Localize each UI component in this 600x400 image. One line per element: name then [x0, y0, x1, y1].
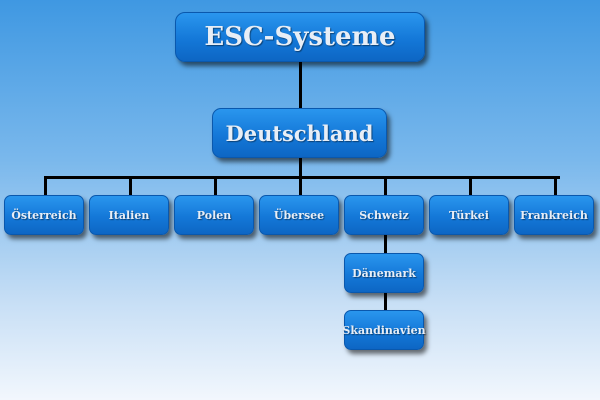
connector-to-region-3	[214, 177, 217, 195]
connector-to-region-7	[554, 177, 557, 195]
node-root-label: ESC-Systeme	[204, 22, 396, 52]
connector-horizontal-bus	[44, 176, 560, 179]
node-region-1: Österreich	[4, 195, 84, 235]
connector-to-region-2	[129, 177, 132, 195]
connector-to-region-5	[384, 177, 387, 195]
node-region-label: Polen	[196, 208, 232, 222]
node-region-5: Schweiz	[344, 195, 424, 235]
connector-to-region-1	[44, 177, 47, 195]
node-subregion-2: Skandinavien	[342, 310, 426, 350]
node-country: Deutschland	[212, 108, 387, 158]
node-subregion-label: Dänemark	[352, 266, 416, 280]
node-subregion-label: Skandinavien	[342, 323, 426, 337]
connector-to-region-4	[299, 177, 302, 195]
node-region-label: Übersee	[273, 208, 325, 222]
node-subregion-1: Dänemark	[344, 253, 424, 293]
node-region-2: Italien	[89, 195, 169, 235]
connector-country-down	[299, 157, 302, 177]
node-region-label: Österreich	[11, 208, 77, 222]
node-country-label: Deutschland	[225, 120, 374, 146]
node-region-label: Türkei	[449, 208, 489, 222]
node-region-3: Polen	[174, 195, 254, 235]
node-region-label: Italien	[108, 208, 150, 222]
node-region-6: Türkei	[429, 195, 509, 235]
node-root: ESC-Systeme	[175, 12, 425, 62]
node-region-label: Frankreich	[520, 208, 588, 222]
node-region-7: Frankreich	[514, 195, 594, 235]
connector-root-to-country	[299, 62, 302, 109]
connector-schweiz-to-daenemark	[384, 234, 387, 254]
node-region-4: Übersee	[259, 195, 339, 235]
connector-to-region-6	[469, 177, 472, 195]
connector-daenemark-to-skandinavien	[384, 292, 387, 311]
node-region-label: Schweiz	[359, 208, 409, 222]
